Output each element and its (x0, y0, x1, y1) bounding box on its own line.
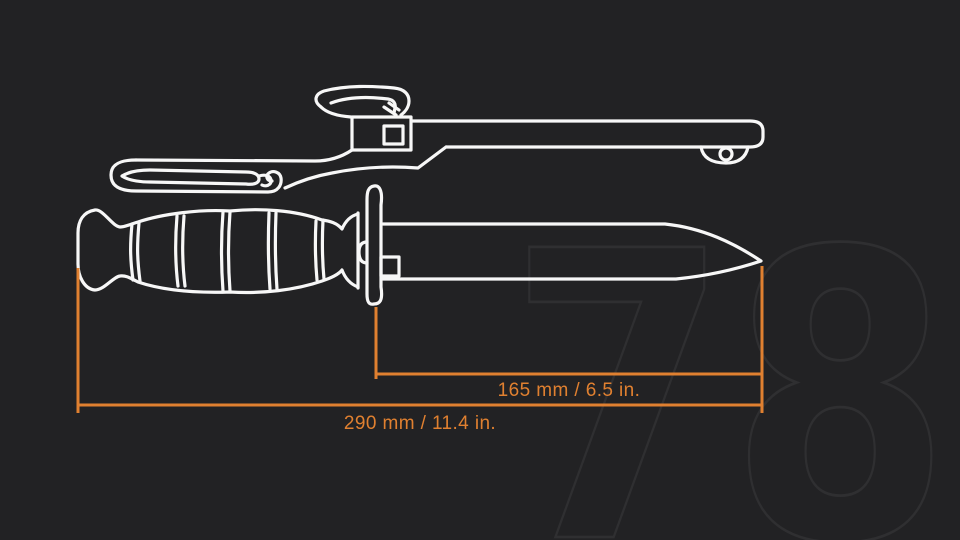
knife-handle-outline-icon (76, 208, 360, 295)
belt-clip-outline-icon (109, 158, 283, 194)
ricasso-mark-icon (379, 255, 401, 278)
watermark-text: 78 (508, 167, 951, 540)
retention-clip-inner-icon (329, 95, 397, 115)
blade-length-label: 165 mm / 6.5 in. (497, 380, 641, 401)
dimension-lines (76, 266, 764, 413)
blade-outline-icon (381, 222, 763, 281)
knife-outline-drawing (76, 184, 763, 306)
belt-clip-slot-hook-icon (257, 173, 273, 188)
belt-clip-top-edge-icon (134, 148, 354, 163)
retention-clip-lip-icon (319, 105, 353, 119)
belt-clip-slot-icon (120, 168, 261, 186)
overall-length-label: 290 mm / 11.4 in. (343, 413, 497, 434)
sheath-lower-contour-icon (283, 145, 448, 190)
sheath-body-icon (410, 119, 765, 149)
retention-clip-outer-icon (314, 84, 411, 117)
grip-rib-lines-icon (129, 210, 326, 293)
retention-clip-notch-icon (382, 101, 401, 117)
sheath-tip-hole-icon (718, 146, 734, 162)
sheath-throat-block-icon (350, 115, 413, 152)
sheath-outline-drawing (109, 84, 765, 194)
crossguard-icon (365, 184, 384, 306)
crossguard-tab-icon (357, 240, 369, 265)
model-number-watermark: 78 (507, 166, 952, 540)
sheath-tip-lug-icon (699, 145, 750, 165)
sheath-buckle-window-icon (382, 124, 405, 146)
